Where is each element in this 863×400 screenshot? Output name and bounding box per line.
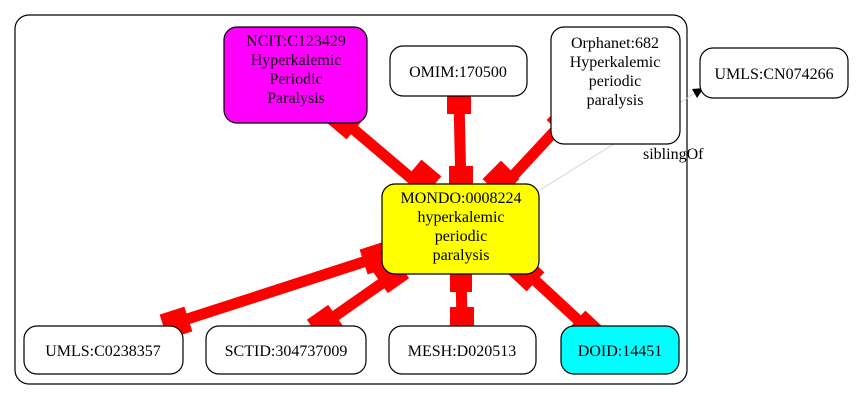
node-center-label: MONDO:0008224 hyperkalemic periodic paralys…	[401, 190, 522, 264]
label-line: periodic	[589, 73, 641, 90]
label-line: Periodic	[269, 71, 322, 88]
label-line: UMLS:CN074266	[714, 66, 833, 83]
label-line: Hyperkalemic	[570, 54, 661, 71]
node-omim-label: OMIM:170500	[409, 64, 507, 81]
node-umls-c[interactable]: UMLS:C0238357	[23, 325, 184, 375]
cluster-boundary	[14, 14, 688, 385]
label-line: MONDO:0008224	[401, 190, 522, 207]
sibling-edge-label: siblingOf	[643, 146, 704, 163]
node-doid-label: DOID:14451	[578, 343, 662, 360]
label-line: DOID:14451	[578, 343, 662, 360]
label-line: NCIT:C123429	[246, 33, 346, 50]
label-line: Paralysis	[267, 90, 325, 107]
label-line: SCTID:304737009	[225, 343, 348, 360]
label-line: paralysis	[433, 247, 490, 264]
node-mesh[interactable]: MESH:D020513	[388, 325, 537, 375]
label-line: UMLS:C0238357	[45, 343, 161, 360]
node-sctid-label: SCTID:304737009	[225, 343, 348, 360]
label-line: periodic	[435, 228, 487, 245]
node-omim[interactable]: OMIM:170500	[389, 45, 528, 97]
label-line: hyperkalemic	[417, 209, 504, 226]
node-doid[interactable]: DOID:14451	[560, 325, 680, 375]
node-umls-cn[interactable]: UMLS:CN074266	[699, 47, 849, 99]
label-line: OMIM:170500	[409, 64, 507, 81]
node-mesh-label: MESH:D020513	[408, 343, 516, 360]
label-line: Orphanet:682	[571, 35, 659, 52]
node-center[interactable]: MONDO:0008224 hyperkalemic periodic paralys…	[381, 183, 540, 275]
node-umls-cn-label: UMLS:CN074266	[714, 66, 833, 83]
label-line: paralysis	[587, 92, 644, 109]
node-sctid[interactable]: SCTID:304737009	[205, 325, 367, 375]
edge-umls-c	[173, 249, 387, 329]
label-line: MESH:D020513	[408, 343, 516, 360]
label-line: Hyperkalemic	[251, 52, 342, 69]
node-umls-c-label: UMLS:C0238357	[45, 343, 161, 360]
